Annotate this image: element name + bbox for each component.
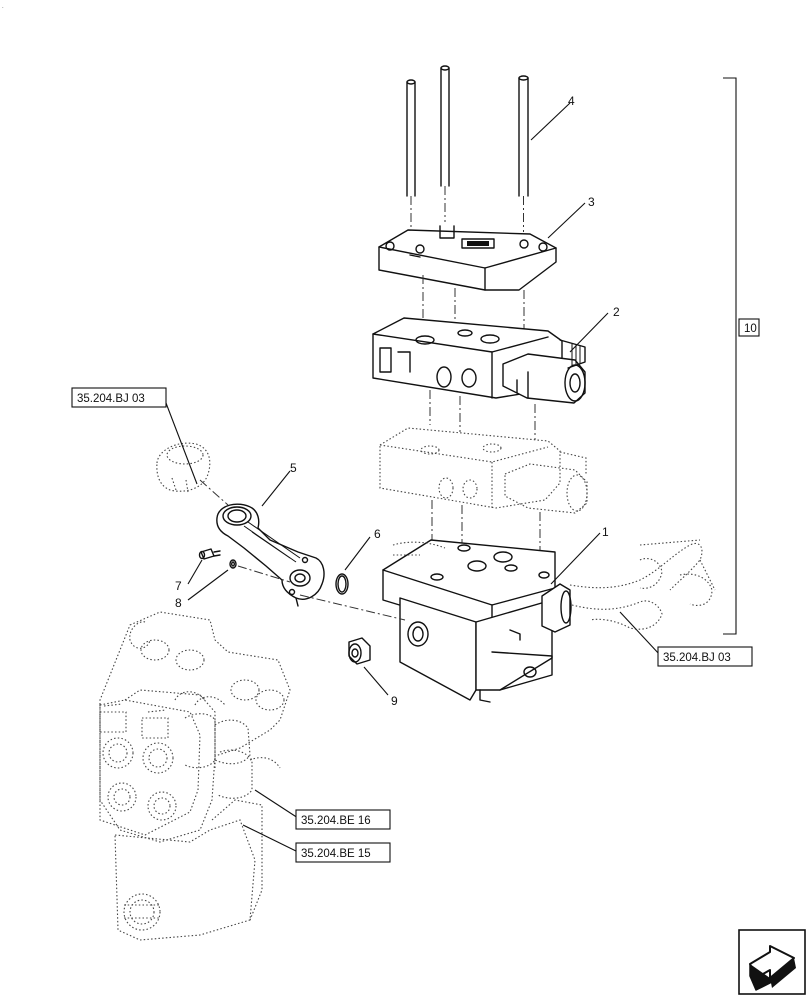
- leader-ref-be16: [254, 789, 299, 819]
- o-ring: [335, 573, 349, 595]
- valve-section: [372, 317, 586, 404]
- leader-2: [569, 312, 609, 353]
- leader-7: [187, 559, 203, 585]
- assembly-ref-box[interactable]: 10: [738, 318, 760, 337]
- callout-6: 6: [374, 527, 381, 541]
- leader-9: [363, 666, 389, 696]
- leader-ref-be15: [242, 824, 299, 853]
- leader-5: [261, 470, 291, 507]
- ref-box-be15[interactable]: 35.204.BE 15: [295, 842, 391, 863]
- ref-label-be16: 35.204.BE 16: [301, 815, 371, 827]
- callout-1: 1: [602, 525, 609, 539]
- assembly-bracket: [723, 77, 737, 635]
- fitting-bracket: [216, 503, 325, 607]
- callout-4: 4: [568, 94, 575, 108]
- phantom-valve-section: [379, 427, 588, 514]
- actuator-rods: [406, 65, 529, 232]
- ref-label-bj03-top: 35.204.BJ 03: [77, 393, 145, 405]
- callout-9: 9: [391, 694, 398, 708]
- ref-box-bj03-right[interactable]: 35.204.BJ 03: [657, 646, 753, 667]
- inlet-block: [382, 539, 572, 703]
- leader-1: [550, 532, 601, 585]
- washer: [229, 559, 237, 569]
- ref-label-bj03-right: 35.204.BJ 03: [663, 652, 731, 664]
- svg-text:.: .: [2, 4, 4, 10]
- phantom-hose: [392, 539, 716, 630]
- leader-3: [547, 202, 586, 239]
- callout-2: 2: [613, 305, 620, 319]
- leader-6: [344, 536, 371, 571]
- ref-label-be15: 35.204.BE 15: [301, 848, 371, 860]
- callout-5: 5: [290, 461, 297, 475]
- ref-box-be16[interactable]: 35.204.BE 16: [295, 809, 391, 830]
- phantom-valve-bank: [99, 611, 291, 941]
- leader-4: [530, 102, 571, 141]
- mounting-bolt: [198, 548, 221, 560]
- assembly-ref-label: 10: [744, 323, 757, 335]
- leader-ref-bj03-top: [165, 402, 198, 485]
- callout-7: 7: [175, 579, 182, 593]
- ref-box-bj03-top[interactable]: 35.204.BJ 03: [71, 387, 167, 408]
- leader-ref-bj03-right: [619, 611, 661, 656]
- callout-8: 8: [175, 596, 182, 610]
- leader-8: [187, 569, 229, 601]
- cap-plug: [156, 442, 211, 493]
- plug: [348, 637, 371, 665]
- cover-plate: [378, 225, 557, 291]
- next-page-arrow-icon[interactable]: [738, 929, 806, 995]
- callout-3: 3: [588, 195, 595, 209]
